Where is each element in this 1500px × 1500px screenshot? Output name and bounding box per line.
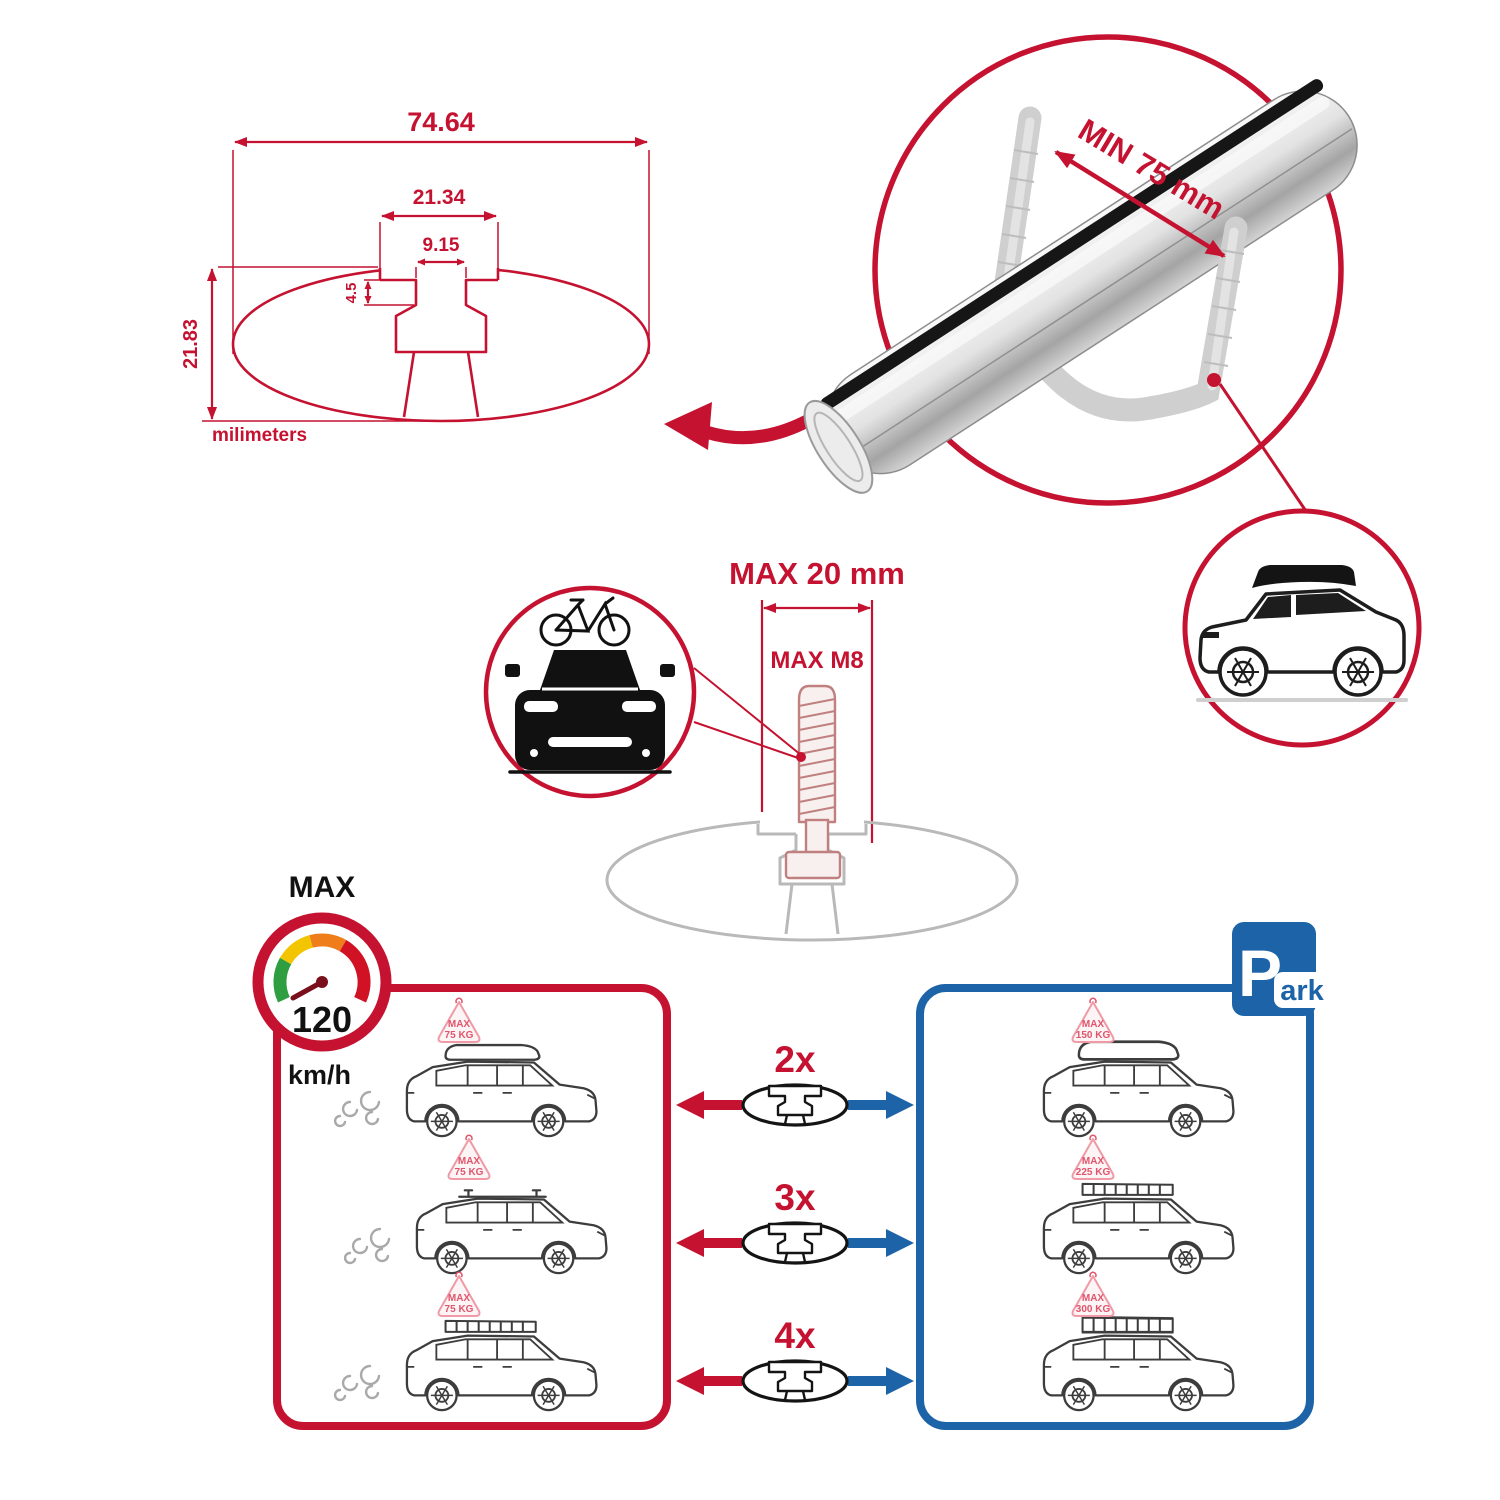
option-row-2x: 2x [676, 1039, 914, 1127]
roof-box [1252, 565, 1356, 588]
driving-car-3: MAX 75 KG [333, 1271, 598, 1412]
load-sign: MAX 300 KG [1071, 1271, 1115, 1317]
gauge-arc-orange [309, 933, 347, 952]
sign-max-label: MAX [1082, 1019, 1105, 1030]
sign-load-label: 75 KG [445, 1304, 474, 1315]
bolt-icon [784, 684, 842, 880]
qty-label: 3x [774, 1177, 816, 1218]
crossbar-cross-section-diagram: 74.64 21.34 9.15 4.5 21.83 milimeters [180, 107, 651, 446]
bicycle-icon [539, 596, 631, 647]
bolt-spec-diagram: MAX 20 mm MAX M8 [605, 556, 1019, 942]
park-sign-rest: ark [1280, 975, 1324, 1007]
parked-car-3: MAX 300 KG [1042, 1271, 1235, 1412]
gauge-arc-red [339, 939, 371, 1003]
car-cabin [540, 650, 640, 690]
load-sign: MAX 150 KG [1071, 997, 1115, 1043]
sign-load-label: 75 KG [455, 1167, 484, 1178]
leader-to-suv-circle [1218, 383, 1314, 521]
min-span-arrow [1054, 150, 1226, 258]
gauge-unit: km/h [288, 1060, 351, 1090]
clamp-ghost-front [1138, 216, 1248, 420]
gauge-arc-yellow [279, 935, 314, 965]
load-sign: MAX 75 KG [437, 1271, 481, 1317]
gauge-speed-value: 120 [292, 999, 352, 1040]
gauge-arc-green [273, 957, 292, 1003]
load-sign: MAX 225 KG [1071, 1134, 1115, 1180]
option-row-4x: 4x [676, 1315, 914, 1403]
crossbar-oval-icon [741, 1221, 849, 1265]
parked-car-1: MAX 150 KG [1042, 997, 1235, 1138]
sign-max-label: MAX [458, 1156, 481, 1167]
sign-load-label: 75 KG [445, 1030, 474, 1041]
headlight-right [622, 701, 656, 712]
leader-to-bolt [693, 667, 802, 760]
qty-label: 2x [774, 1039, 816, 1080]
dim-total-width: 74.64 [407, 107, 475, 137]
sign-max-label: MAX [448, 1019, 471, 1030]
sign-load-label: 150 KG [1076, 1030, 1111, 1041]
units-label: milimeters [212, 425, 307, 446]
sign-max-label: MAX [1082, 1156, 1105, 1167]
grille-slit [548, 737, 632, 747]
option-row-3x: 3x [676, 1177, 914, 1265]
clamp-point-dot [1207, 373, 1221, 387]
dim-total-height: 21.83 [180, 319, 202, 369]
bolt-max-diameter-label: MAX 20 mm [729, 556, 905, 591]
dim-lip-depth: 4.5 [343, 283, 360, 304]
driving-car-2: MAX 75 KG [343, 1134, 608, 1275]
dim-slot-width: 9.15 [423, 235, 460, 256]
driving-car-1: MAX 75 KG [333, 997, 598, 1138]
bolt-max-thread-label: MAX M8 [770, 647, 863, 674]
suv-roofbox-circle [1182, 508, 1422, 748]
roof-bar-detail-circle: MIN 75 mm [803, 34, 1358, 506]
parked-car-2: MAX 225 KG [1042, 1134, 1235, 1275]
sign-max-label: MAX [1082, 1293, 1105, 1304]
sign-load-label: 300 KG [1076, 1304, 1111, 1315]
headlight-left [524, 701, 558, 712]
crossbar-oval-icon [741, 1083, 849, 1127]
park-sign: P ark [1232, 922, 1330, 1016]
speed-gauge: MAX 120 km/h [252, 871, 392, 1090]
sign-load-label: 225 KG [1076, 1167, 1111, 1178]
qty-label: 4x [774, 1315, 816, 1356]
dim-channel-width: 21.34 [413, 186, 466, 209]
gauge-max-label: MAX [289, 871, 356, 904]
crossbar-oval-icon [741, 1359, 849, 1403]
load-sign: MAX 75 KG [437, 997, 481, 1043]
load-sign: MAX 75 KG [447, 1134, 491, 1180]
car-with-bike-circle [483, 585, 697, 799]
sign-max-label: MAX [448, 1293, 471, 1304]
